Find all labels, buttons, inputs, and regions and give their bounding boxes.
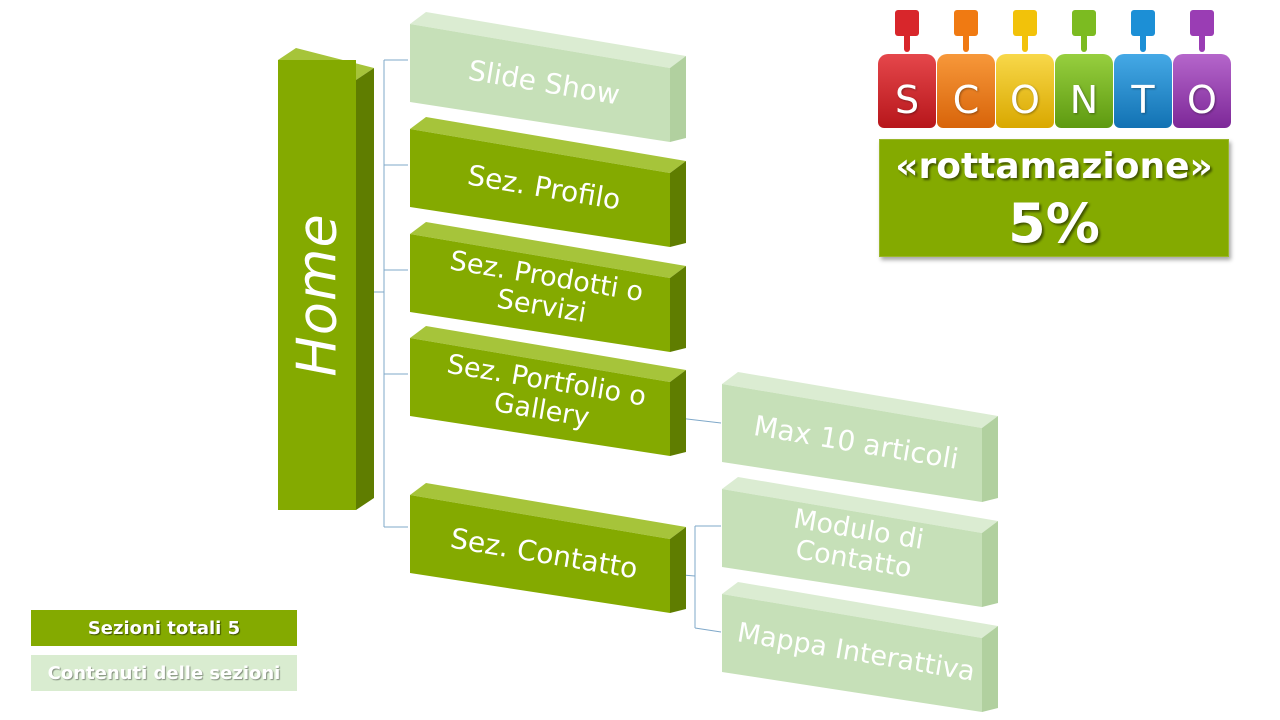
promo-discount: 5% xyxy=(1008,192,1100,255)
paint-jar-yellow: O xyxy=(996,10,1054,132)
promo-title: «rottamazione» xyxy=(895,146,1213,187)
paint-jar-purple: O xyxy=(1173,10,1231,132)
home-label: Home xyxy=(285,213,349,377)
sconto-letter: O xyxy=(1010,78,1040,122)
box-depth xyxy=(410,326,686,456)
content-mappa-interattiva: Mappa Interattiva xyxy=(722,582,998,712)
section-contatto: Sez. Contatto xyxy=(410,483,686,613)
box-depth xyxy=(722,372,998,502)
box-depth xyxy=(722,582,998,712)
paint-jar-green: N xyxy=(1055,10,1113,132)
box-depth xyxy=(410,117,686,247)
sconto-letter: S xyxy=(894,78,920,122)
box-depth xyxy=(410,12,686,142)
sconto-letter: O xyxy=(1187,78,1217,122)
sconto-letter: T xyxy=(1131,78,1155,122)
sconto-letter: C xyxy=(952,78,980,122)
sconto-letter: N xyxy=(1069,78,1099,122)
legend-total-sections: Sezioni totali 5 xyxy=(31,610,297,646)
promo-box: «rottamazione» 5% xyxy=(879,139,1229,257)
home-face: Home xyxy=(278,60,356,510)
section-portfolio-gallery: Sez. Portfolio o Gallery xyxy=(410,326,686,456)
home-block: Home xyxy=(278,48,374,510)
legend-section-contents: Contenuti delle sezioni xyxy=(31,655,297,691)
sconto-paint-jars: S C O N T O xyxy=(878,10,1231,132)
content-modulo-contatto: Modulo di Contatto xyxy=(722,477,998,607)
section-prodotti-servizi: Sez. Prodotti o Servizi xyxy=(410,222,686,352)
section-slide-show: Slide Show xyxy=(410,12,686,142)
paint-jar-red: S xyxy=(878,10,936,132)
section-profilo: Sez. Profilo xyxy=(410,117,686,247)
box-depth xyxy=(722,477,998,607)
box-depth xyxy=(410,483,686,613)
box-depth xyxy=(410,222,686,352)
paint-jar-blue: T xyxy=(1114,10,1172,132)
content-max-10-articoli: Max 10 articoli xyxy=(722,372,998,502)
paint-jar-orange: C xyxy=(937,10,995,132)
